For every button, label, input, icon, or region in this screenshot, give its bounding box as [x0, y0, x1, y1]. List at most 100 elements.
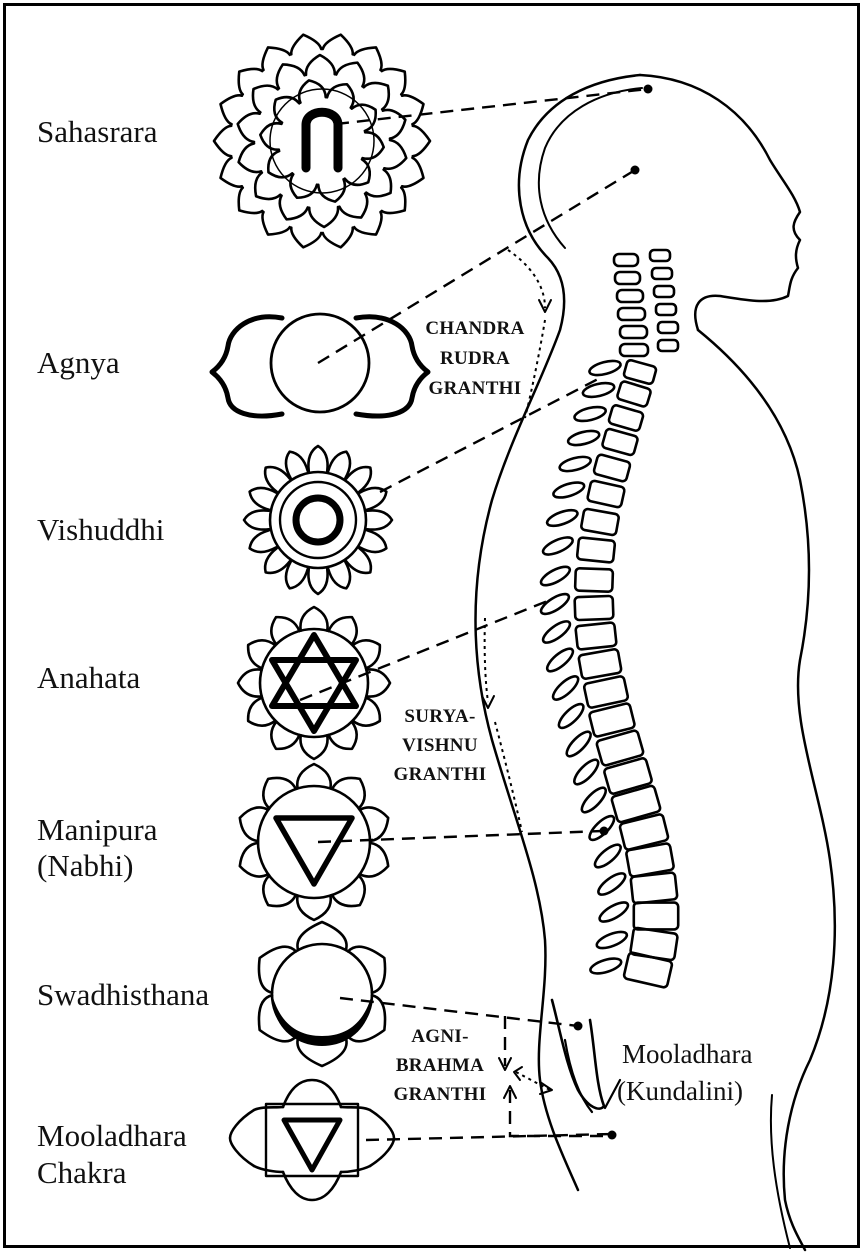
swadhisthana-symbol [259, 922, 385, 1066]
spinous-process [558, 454, 592, 474]
manipura-petal [240, 807, 268, 841]
vertebra [617, 381, 652, 408]
sahasrara-petal [323, 35, 353, 55]
sahasrara-petal [262, 47, 289, 70]
vertebra [581, 508, 620, 535]
sahasrara-petal [402, 158, 423, 187]
agnya-right-petal [356, 317, 428, 416]
swadhisthana-crescent [272, 994, 372, 1046]
cervical-vertebrae [614, 250, 678, 356]
sahasrara-symbol [214, 35, 430, 248]
vertebra [575, 622, 616, 650]
sahasrara-petal [345, 159, 370, 185]
face-profile [640, 75, 800, 330]
manipura-petal [360, 843, 388, 877]
label-sahasrara: Sahasrara [37, 114, 158, 149]
sahasrara-petal [336, 63, 364, 87]
sahasrara-petal [291, 35, 321, 55]
granthi-chandra-line3: GRANTHI [429, 378, 522, 399]
sacrum [552, 1000, 604, 1109]
vertebra [634, 903, 678, 930]
vishuddhi-petal [308, 446, 327, 471]
spinous-process [567, 428, 601, 448]
spinous-process [592, 841, 624, 871]
sahasrara-petal [221, 95, 242, 124]
label-agnya: Agnya [37, 345, 120, 380]
sahasrara-petal [280, 196, 308, 220]
spinous-process [550, 673, 582, 703]
anahata-petal [271, 722, 299, 749]
sahasrara-petal [309, 207, 338, 227]
sahasrara-petal [354, 212, 381, 235]
spinous-process [563, 728, 594, 759]
spinous-process [541, 534, 575, 558]
spinous-process [595, 870, 628, 899]
vertebra [577, 537, 615, 562]
label-anahata: Anahata [37, 660, 141, 695]
sahasrara-petal [239, 69, 263, 94]
anahata-petal [271, 617, 299, 644]
manipura-symbol [240, 764, 388, 920]
vertebra [623, 952, 672, 988]
anahata-petal [366, 669, 390, 696]
sahasrara-petal [382, 188, 406, 213]
sahasrara-petal [354, 47, 381, 70]
sahasrara-petal [239, 188, 263, 213]
sahasrara-petal [382, 69, 406, 94]
label-kundalini-1: Mooladhara [622, 1039, 752, 1069]
anahata-petal [329, 617, 357, 644]
spinous-process [597, 899, 631, 925]
sahasrara-petal [274, 97, 299, 123]
spinous-process [578, 784, 609, 815]
label-manipura: Manipura [37, 812, 158, 847]
vertebra [630, 872, 677, 903]
vertebra [608, 404, 644, 431]
spinous-process [538, 563, 572, 589]
sahasrara-petal [323, 228, 353, 248]
label-mooladhara-chakra: Chakra [37, 1155, 127, 1190]
sahasrara-petal [318, 179, 345, 201]
sahasrara-petal [291, 228, 321, 248]
label-kundalini-2: (Kundalini) [617, 1076, 743, 1106]
vertebra [611, 785, 661, 823]
front-hip-outline [771, 1095, 790, 1248]
sahasrara-petal [238, 113, 260, 142]
vishuddhi-petal [308, 569, 327, 594]
vertebra [602, 428, 639, 456]
vertebral-bodies [575, 359, 679, 988]
vertebra [587, 480, 625, 508]
spinous-process [555, 701, 586, 732]
vishuddhi-petal [244, 510, 269, 529]
sahasrara-petal [299, 80, 326, 102]
coccyx [565, 1040, 592, 1112]
manipura-petal [263, 876, 296, 906]
sahasrara-petal [277, 64, 305, 88]
spinous-process [571, 756, 602, 787]
anahata-petal [300, 607, 327, 631]
spinous-process [582, 381, 616, 400]
sahasrara-petal [239, 143, 261, 172]
manipura-petal [263, 778, 296, 808]
vertebra [578, 649, 622, 680]
spinous-process [573, 404, 607, 423]
back-outline [698, 330, 835, 1250]
anahata-petal [238, 669, 262, 696]
sahasrara-petal [262, 212, 289, 235]
manipura-petal [332, 876, 365, 906]
manipura-triangle [276, 818, 352, 884]
granthi-surya-line2: VISHNU [402, 735, 478, 756]
label-swadhisthana: Swadhisthana [37, 977, 209, 1012]
mooladhara-triangle [284, 1120, 340, 1170]
sahasrara-petal [306, 55, 335, 75]
anahata-symbol [238, 607, 390, 759]
manipura-petal [240, 843, 268, 877]
label-nabhi: (Nabhi) [37, 848, 133, 883]
vertebra [630, 927, 678, 960]
granthi-agni-line2: BRAHMA [396, 1055, 484, 1076]
sahasrara-petal [327, 84, 354, 107]
spinous-process [552, 479, 586, 500]
manipura-petal [360, 807, 388, 841]
vishuddhi-petal [367, 510, 392, 529]
vertebra [593, 454, 631, 482]
